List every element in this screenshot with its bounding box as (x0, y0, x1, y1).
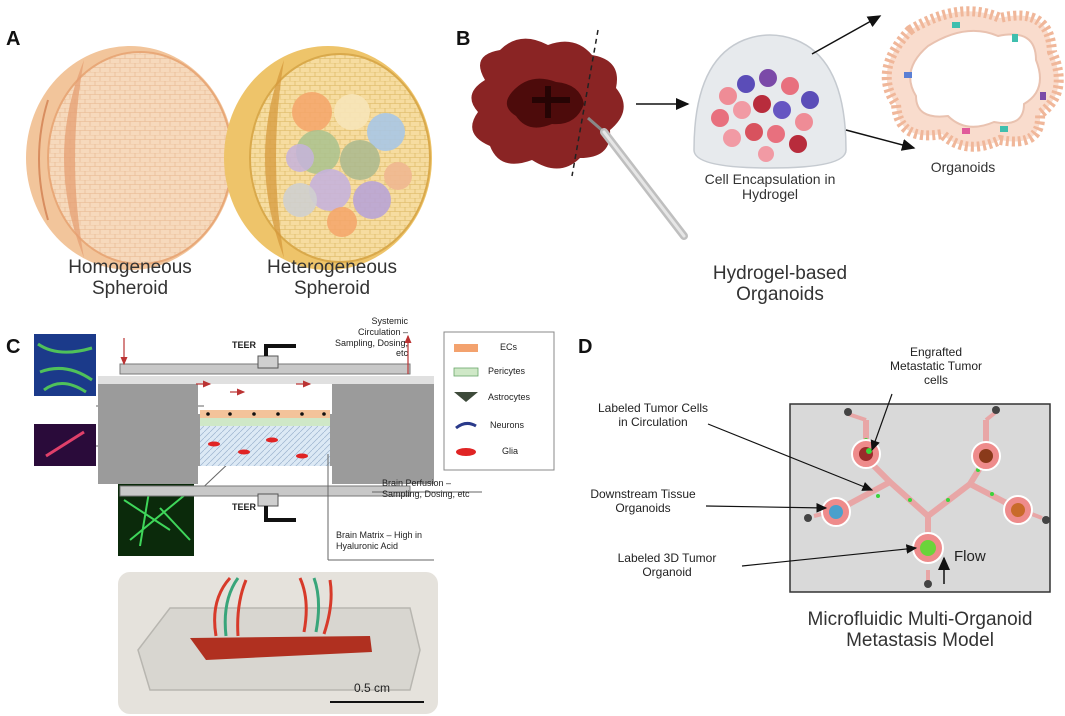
hydrogel-dome (693, 34, 847, 169)
label-downstream-organoids: Downstream Tissue Organoids (590, 487, 696, 515)
legend-label-ecs: ECs (500, 342, 518, 352)
caption-metastasis-model: Microfluidic Multi-Organoid Metastasis M… (807, 609, 1033, 651)
legend-label-pericytes: Pericytes (488, 366, 526, 376)
panel-letter-c: C (6, 336, 21, 358)
cut-line (571, 29, 599, 177)
caption-heterogeneous-spheroid: Heterogeneous Spheroid (267, 257, 397, 299)
arrow-3d-organoid (741, 544, 918, 567)
homogeneous-spheroid (26, 46, 234, 270)
label-teer-top: TEER (232, 340, 257, 350)
tumor-tissue (471, 38, 624, 169)
caption-hydrogel-organoids: Hydrogel-based Organoids (712, 263, 848, 305)
micrograph-ecs (34, 334, 96, 396)
caption-organoids: Organoids (930, 159, 996, 175)
legend-label-glia: Glia (502, 446, 519, 456)
label-systemic-circulation: Systemic Circulation – Sampling, Dosing,… (334, 316, 408, 359)
scalpel (587, 116, 688, 240)
metastasis-chip (789, 403, 1051, 593)
arrow-downstream (705, 503, 828, 513)
label-brain-matrix: Brain Matrix – High in Hyaluronic Acid (336, 530, 423, 551)
bbb-chip-diagram (98, 334, 434, 522)
label-teer-bottom: TEER (232, 502, 257, 512)
heterogeneous-spheroid (224, 46, 432, 270)
label-3d-tumor-organoid: Labeled 3D Tumor Organoid (617, 551, 717, 579)
legend-label-astrocytes: Astrocytes (488, 392, 531, 402)
panel-letter-d: D (578, 336, 593, 358)
panel-letter-a: A (6, 28, 21, 50)
arrow-circulation (707, 423, 874, 491)
arrow-to-organoids-label (845, 129, 916, 151)
device-photo (118, 572, 438, 714)
cell-legend (443, 331, 555, 471)
label-flow: Flow (954, 548, 986, 565)
legend-label-neurons: Neurons (490, 420, 525, 430)
label-engrafted-cells: Engrafted Metastatic Tumor cells (889, 345, 983, 387)
label-tumor-circulation: Labeled Tumor Cells in Circulation (597, 401, 709, 429)
arrow-engrafted (870, 393, 893, 452)
caption-cell-encapsulation: Cell Encapsulation in Hydrogel (704, 171, 836, 203)
label-brain-perfusion: Brain Perfusion – Sampling, Dosing, etc (382, 478, 470, 499)
arrow-to-organoid (811, 15, 882, 55)
label-scale-bar: 0.5 cm (354, 681, 391, 695)
caption-homogeneous-spheroid: Homogeneous Spheroid (68, 257, 192, 299)
organoid-ring (881, 6, 1064, 152)
panel-letter-b: B (456, 28, 471, 50)
